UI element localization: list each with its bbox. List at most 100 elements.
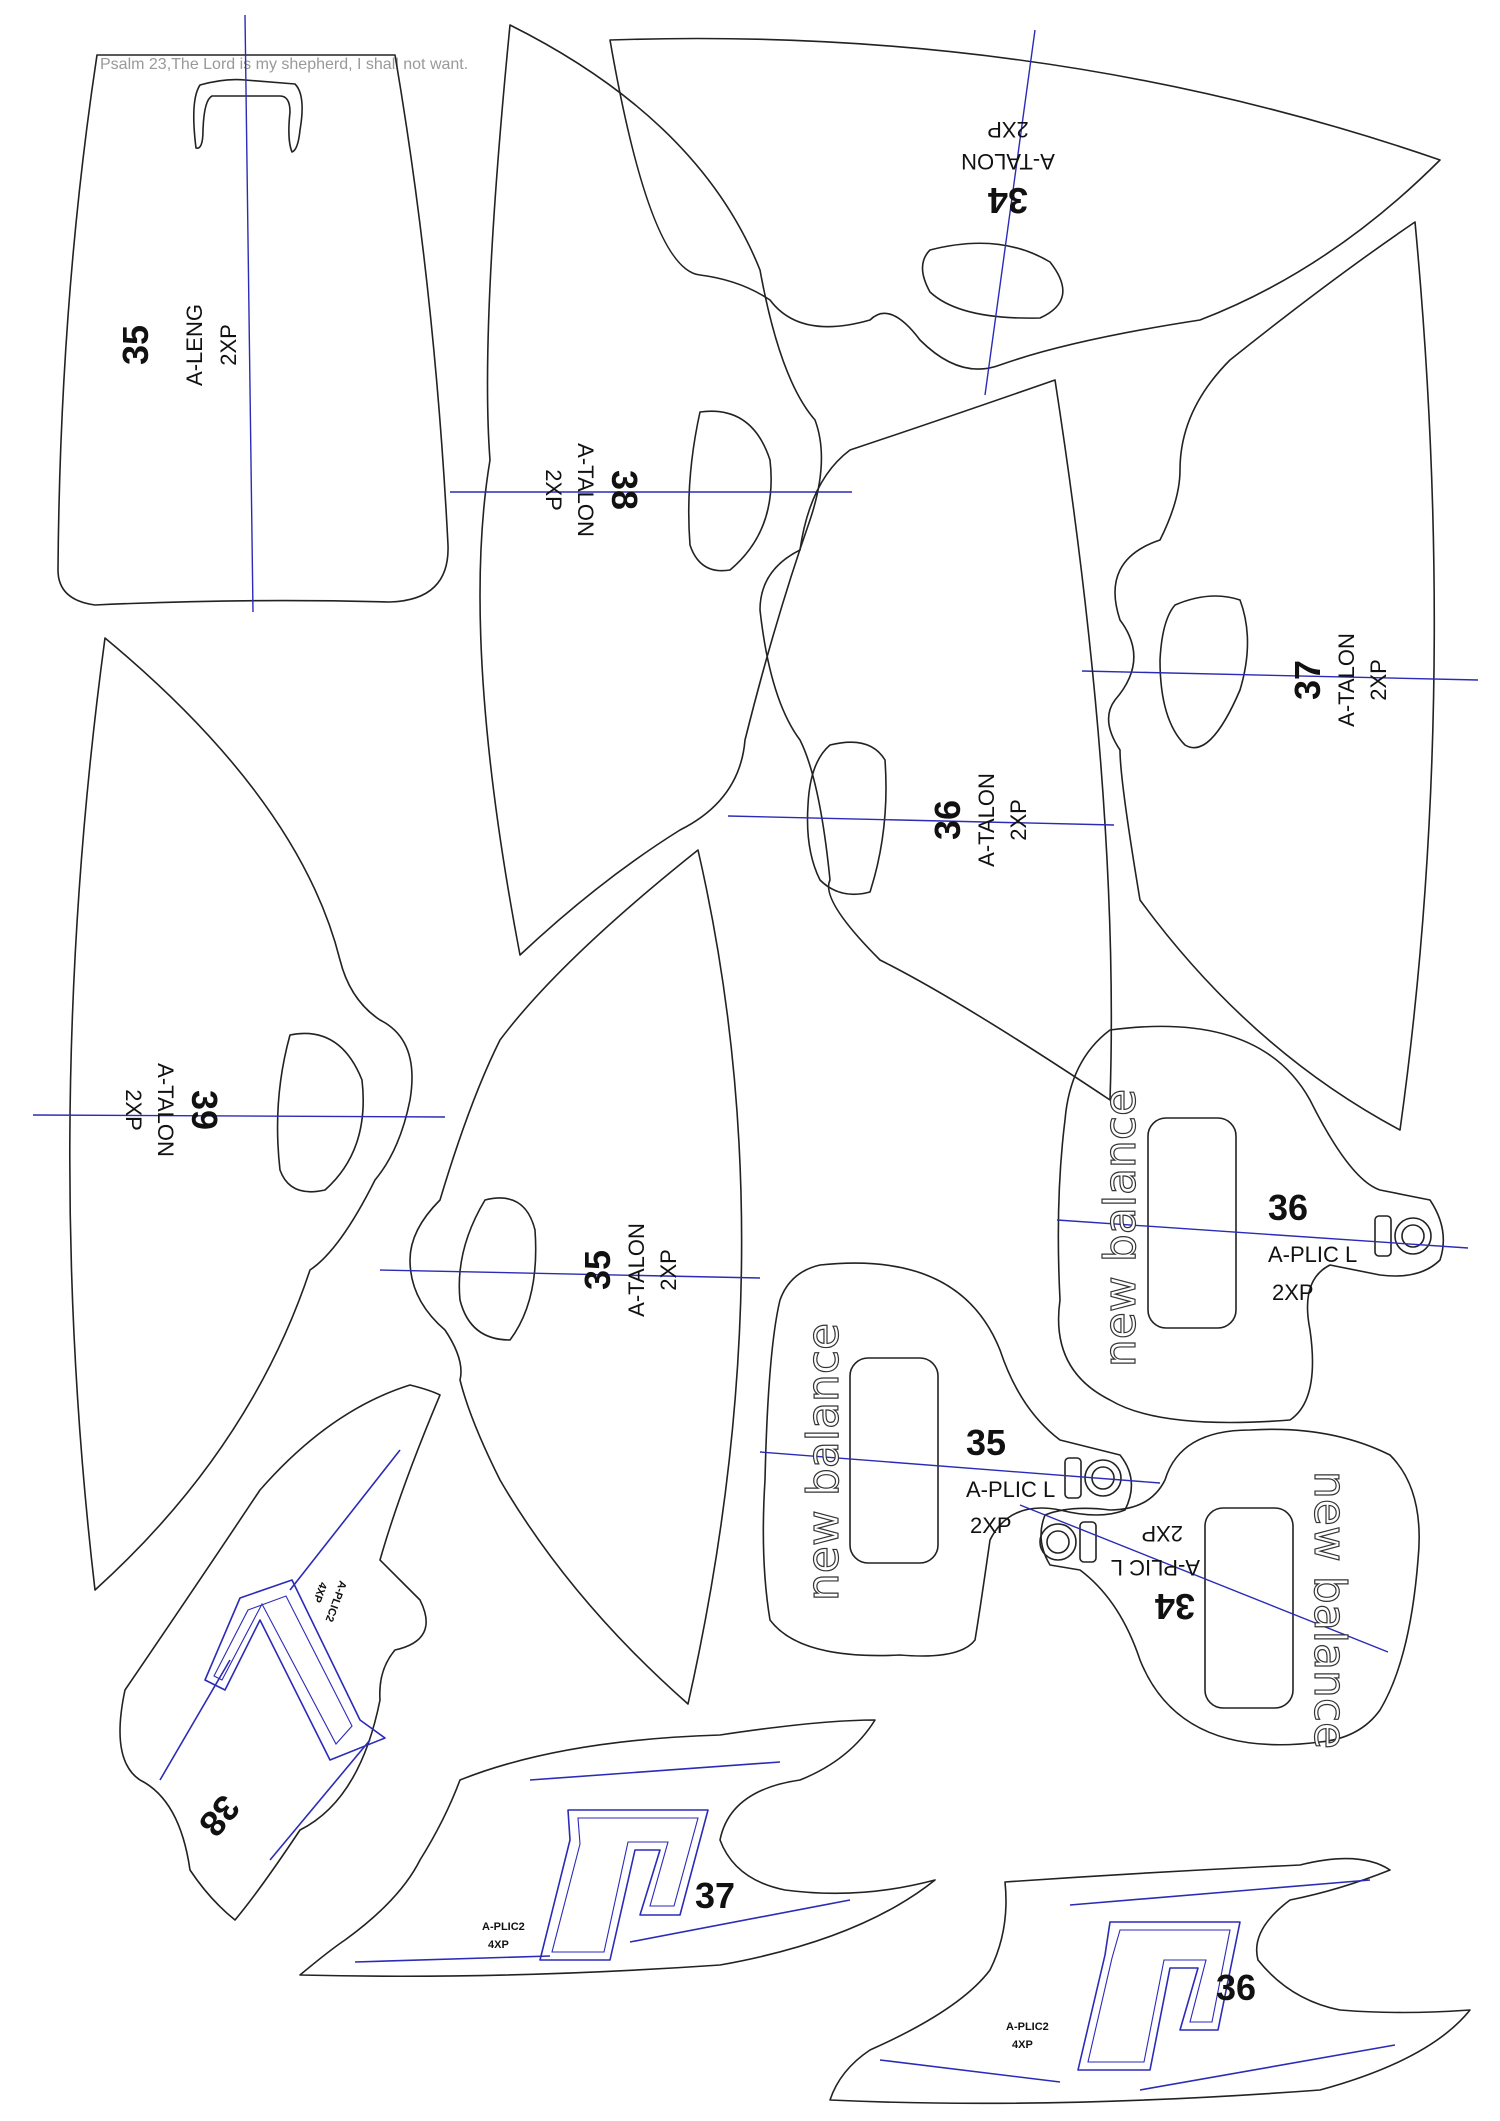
piece-size: 37 — [1287, 660, 1328, 700]
tab-marks — [1374, 1215, 1432, 1257]
piece-qty: 2XP — [1366, 659, 1391, 701]
center-line — [1056, 1219, 1469, 1249]
piece-name: A-PLIC L — [1268, 1242, 1357, 1267]
piece-outline — [829, 1857, 1471, 2105]
piece-outline — [762, 1262, 1133, 1657]
n-logo — [1077, 1921, 1241, 2071]
cut-slot — [192, 78, 303, 153]
piece-plic-35: new balance 35 A-PLIC L 2XP — [759, 1262, 1161, 1657]
stitch-line — [354, 1955, 551, 1963]
piece-qty: 2XP — [970, 1513, 1012, 1538]
piece-label: 35 A-LENG 2XP — [115, 304, 241, 386]
piece-qty: 2XP — [1006, 799, 1031, 841]
stitch-line — [1069, 1879, 1371, 1906]
stitch-line — [269, 1739, 371, 1861]
center-line — [1019, 1504, 1389, 1653]
piece-size: 34 — [988, 180, 1028, 221]
piece-label: 36 A-TALON 2XP — [927, 773, 1031, 867]
piece-label: 39 A-TALON 2XP — [121, 1063, 225, 1157]
piece-outline — [1040, 1428, 1420, 1746]
header-text: Psalm 23,The Lord is my shepherd, I shal… — [100, 56, 468, 73]
cut-window — [1147, 1117, 1237, 1329]
cut-hole — [806, 741, 887, 896]
piece-qty: 2XP — [121, 1089, 146, 1131]
piece-name: A-TALON — [1334, 633, 1359, 727]
center-line — [244, 14, 254, 613]
piece-qty: 4XP — [488, 1939, 509, 1951]
piece-qty: 2XP — [656, 1249, 681, 1291]
piece-size: 38 — [191, 1788, 248, 1845]
piece-size: 39 — [184, 1090, 225, 1130]
piece-outline — [479, 24, 823, 956]
piece-name: A-TALON — [573, 443, 598, 537]
piece-name: A-TALON — [153, 1063, 178, 1157]
stitch-line — [529, 1761, 781, 1781]
piece-qty: 2XP — [216, 324, 241, 366]
center-line — [727, 815, 1115, 826]
piece-plic2-36: 36 A-PLIC2 4XP — [829, 1857, 1471, 2105]
piece-label: 34 A-PLIC L 2XP — [1111, 1521, 1200, 1627]
piece-outline — [299, 1719, 936, 1978]
piece-talon-35: 35 A-TALON 2XP — [379, 849, 761, 1705]
cut-window — [1204, 1507, 1294, 1709]
piece-outline — [609, 37, 1441, 370]
cut-hole — [921, 242, 1064, 319]
piece-sub-label: A-PLIC2 4XP — [310, 1579, 348, 1623]
piece-plic-36: new balance 36 A-PLIC L 2XP — [1056, 1025, 1469, 1424]
piece-label: 37 A-TALON 2XP — [1287, 633, 1391, 727]
piece-size: 36 — [1216, 1967, 1256, 2008]
n-logo-inner — [1087, 1929, 1231, 2063]
piece-size: 35 — [966, 1422, 1006, 1463]
piece-talon-38: 38 A-TALON 2XP — [450, 24, 852, 956]
piece-size: 38 — [604, 470, 645, 510]
piece-qty: 2XP — [1141, 1521, 1183, 1546]
piece-outline — [1057, 1025, 1445, 1424]
cut-hole — [458, 1197, 537, 1341]
piece-outline — [119, 1384, 441, 1921]
piece-outline — [68, 637, 413, 1591]
piece-talon-37: 37 A-TALON 2XP — [1081, 221, 1479, 1131]
n-logo-inner — [213, 1595, 353, 1745]
piece-name: A-LENG — [182, 304, 207, 386]
stitch-line — [289, 1449, 401, 1591]
piece-talon-34: 34 A-TALON 2XP — [609, 29, 1441, 396]
piece-qty: 2XP — [1272, 1280, 1314, 1305]
piece-label: 35 A-TALON 2XP — [577, 1223, 681, 1317]
logo-text: new balance — [1304, 1471, 1355, 1749]
center-line — [379, 1269, 761, 1279]
logo-text: new balance — [1095, 1089, 1146, 1367]
piece-name: A-PLIC L — [966, 1477, 1055, 1502]
center-line — [1081, 670, 1479, 681]
piece-label: 38 — [191, 1788, 248, 1845]
piece-leng-35: 35 A-LENG 2XP — [57, 14, 449, 613]
piece-size: 35 — [577, 1250, 618, 1290]
piece-size: 36 — [927, 800, 968, 840]
stitch-line — [1139, 2044, 1396, 2091]
center-line — [32, 1114, 446, 1118]
logo-text: new balance — [798, 1323, 849, 1601]
cut-hole — [1159, 595, 1249, 749]
piece-name: A-TALON — [624, 1223, 649, 1317]
piece-size: 35 — [115, 325, 156, 365]
stitch-line — [879, 2059, 1061, 2083]
piece-plic-34: new balance 34 A-PLIC L 2XP — [1019, 1428, 1420, 1750]
piece-size: 37 — [695, 1875, 735, 1916]
piece-name: A-PLIC2 — [1006, 2021, 1049, 2033]
piece-label: 34 A-TALON 2XP — [961, 117, 1055, 221]
stitch-line — [159, 1659, 231, 1781]
cut-hole — [276, 1032, 364, 1193]
piece-qty: 2XP — [541, 469, 566, 511]
piece-outline — [409, 849, 743, 1705]
piece-outline — [57, 54, 449, 606]
piece-plic2-37: 37 A-PLIC2 4XP — [299, 1719, 936, 1978]
piece-talon-36: 36 A-TALON 2XP — [727, 379, 1115, 1101]
piece-qty: 4XP — [310, 1580, 328, 1604]
piece-name: A-TALON — [961, 149, 1055, 174]
n-logo — [539, 1809, 709, 1961]
piece-label: 38 A-TALON 2XP — [541, 443, 645, 537]
piece-name: A-PLIC2 — [482, 1921, 525, 1933]
piece-outline — [1107, 221, 1436, 1131]
piece-name: A-TALON — [974, 773, 999, 867]
cut-hole — [687, 410, 772, 572]
